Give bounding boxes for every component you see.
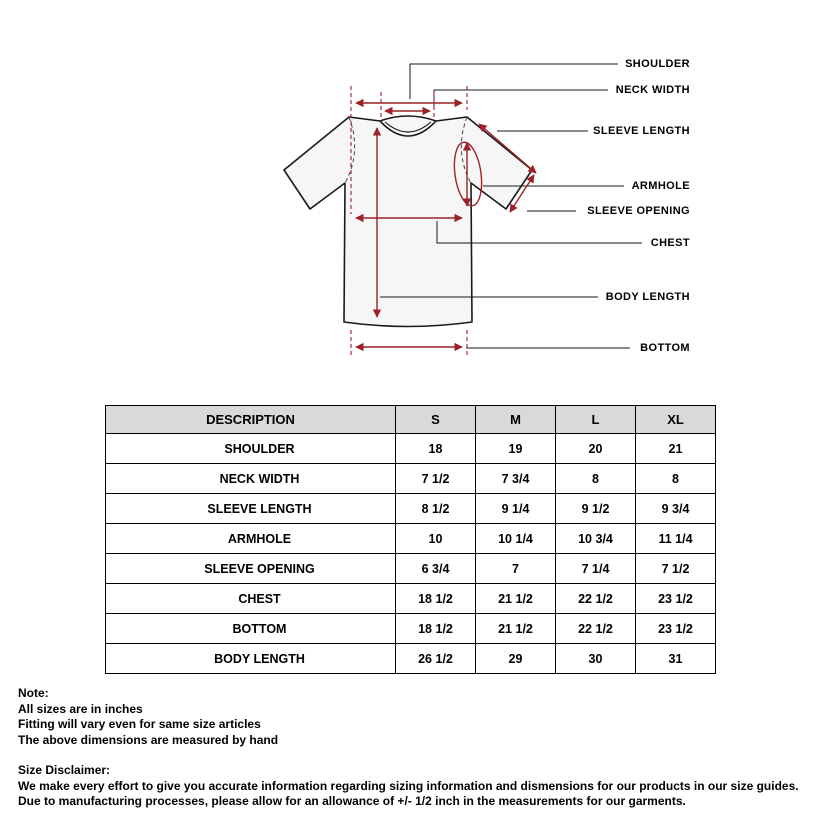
size-table-section: DESCRIPTION S M L XL SHOULDER 18 19 20 2… bbox=[105, 405, 825, 674]
neck-width-leader bbox=[433, 89, 608, 107]
cell-value: 9 1/4 bbox=[475, 493, 556, 524]
diagram-label-body-length: BODY LENGTH bbox=[605, 291, 690, 303]
column-header-description: DESCRIPTION bbox=[105, 405, 396, 434]
column-header-l: L bbox=[555, 405, 636, 434]
note-title: Note: bbox=[18, 686, 49, 700]
cell-value: 9 1/2 bbox=[555, 493, 636, 524]
note-line-1: All sizes are in inches bbox=[18, 701, 143, 716]
cell-value: 23 1/2 bbox=[635, 583, 716, 614]
cell-value: 21 bbox=[635, 433, 716, 464]
size-table: DESCRIPTION S M L XL SHOULDER 18 19 20 2… bbox=[105, 405, 716, 674]
cell-value: 7 1/2 bbox=[395, 463, 476, 494]
collar-inner-line bbox=[384, 121, 432, 133]
cell-value: 6 3/4 bbox=[395, 553, 476, 584]
diagram-label-bottom: BOTTOM bbox=[640, 342, 690, 354]
notes-section: Note: All sizes are in inches Fitting wi… bbox=[18, 686, 810, 810]
cell-value: 26 1/2 bbox=[395, 643, 476, 674]
table-row: BODY LENGTH 26 1/2 29 30 31 bbox=[105, 643, 716, 674]
diagram-label-armhole: ARMHOLE bbox=[631, 180, 690, 192]
cell-value: 10 1/4 bbox=[475, 523, 556, 554]
spacer bbox=[18, 748, 810, 763]
leader-lines bbox=[380, 63, 642, 349]
diagram-label-neck-width: NECK WIDTH bbox=[615, 84, 690, 96]
tshirt-outline bbox=[283, 115, 533, 328]
table-row: BOTTOM 18 1/2 21 1/2 22 1/2 23 1/2 bbox=[105, 613, 716, 644]
cell-value: 22 1/2 bbox=[555, 613, 636, 644]
table-row: SLEEVE OPENING 6 3/4 7 7 1/4 7 1/2 bbox=[105, 553, 716, 584]
cell-value: 7 1/2 bbox=[635, 553, 716, 584]
cell-value: 10 bbox=[395, 523, 476, 554]
cell-value: 29 bbox=[475, 643, 556, 674]
row-description: BOTTOM bbox=[105, 613, 396, 644]
cell-value: 9 3/4 bbox=[635, 493, 716, 524]
row-description: BODY LENGTH bbox=[105, 643, 396, 674]
cell-value: 19 bbox=[475, 433, 556, 464]
disclaimer-title: Size Disclaimer: bbox=[18, 763, 111, 777]
cell-value: 18 bbox=[395, 433, 476, 464]
collar-outer-line bbox=[379, 120, 437, 137]
diagram-label-sleeve-opening: SLEEVE OPENING bbox=[587, 205, 690, 217]
sleeve-length-arrow bbox=[478, 123, 537, 174]
size-guide-diagram: SHOULDER NECK WIDTH SLEEVE LENGTH ARMHOL… bbox=[0, 0, 825, 382]
extension-lines bbox=[350, 86, 468, 355]
table-row: NECK WIDTH 7 1/2 7 3/4 8 8 bbox=[105, 463, 716, 494]
cell-value: 7 1/4 bbox=[555, 553, 636, 584]
cell-value: 18 1/2 bbox=[395, 583, 476, 614]
cell-value: 8 bbox=[635, 463, 716, 494]
cell-value: 7 bbox=[475, 553, 556, 584]
cell-value: 21 1/2 bbox=[475, 583, 556, 614]
cell-value: 11 1/4 bbox=[635, 523, 716, 554]
cell-value: 20 bbox=[555, 433, 636, 464]
cell-value: 21 1/2 bbox=[475, 613, 556, 644]
row-description: SLEEVE OPENING bbox=[105, 553, 396, 584]
cell-value: 8 bbox=[555, 463, 636, 494]
diagram-label-shoulder: SHOULDER bbox=[625, 58, 690, 70]
table-header-row: DESCRIPTION S M L XL bbox=[105, 405, 716, 434]
row-description: NECK WIDTH bbox=[105, 463, 396, 494]
tshirt-body bbox=[283, 115, 533, 328]
row-description: SLEEVE LENGTH bbox=[105, 493, 396, 524]
cell-value: 31 bbox=[635, 643, 716, 674]
diagram-label-sleeve-length: SLEEVE LENGTH bbox=[593, 125, 690, 137]
measure-arrows bbox=[350, 86, 537, 355]
table-row: CHEST 18 1/2 21 1/2 22 1/2 23 1/2 bbox=[105, 583, 716, 614]
cell-value: 8 1/2 bbox=[395, 493, 476, 524]
cell-value: 18 1/2 bbox=[395, 613, 476, 644]
cell-value: 22 1/2 bbox=[555, 583, 636, 614]
cell-value: 23 1/2 bbox=[635, 613, 716, 644]
sleeve-opening-arrow bbox=[509, 174, 535, 213]
tshirt-measurement-drawing bbox=[283, 63, 642, 355]
column-header-xl: XL bbox=[635, 405, 716, 434]
note-line-3: The above dimensions are measured by han… bbox=[18, 732, 279, 747]
cell-value: 7 3/4 bbox=[475, 463, 556, 494]
table-row: ARMHOLE 10 10 1/4 10 3/4 11 1/4 bbox=[105, 523, 716, 554]
row-description: CHEST bbox=[105, 583, 396, 614]
chest-leader bbox=[436, 221, 642, 244]
row-description: SHOULDER bbox=[105, 433, 396, 464]
row-description: ARMHOLE bbox=[105, 523, 396, 554]
cell-value: 10 3/4 bbox=[555, 523, 636, 554]
disclaimer-text: We make every effort to give you accurat… bbox=[18, 778, 799, 809]
cell-value: 30 bbox=[555, 643, 636, 674]
column-header-m: M bbox=[475, 405, 556, 434]
table-row: SLEEVE LENGTH 8 1/2 9 1/4 9 1/2 9 3/4 bbox=[105, 493, 716, 524]
column-header-s: S bbox=[395, 405, 476, 434]
diagram-label-chest: CHEST bbox=[650, 237, 690, 249]
note-line-2: Fitting will vary even for same size art… bbox=[18, 717, 261, 731]
table-row: SHOULDER 18 19 20 21 bbox=[105, 433, 716, 464]
shoulder-leader bbox=[409, 63, 618, 99]
